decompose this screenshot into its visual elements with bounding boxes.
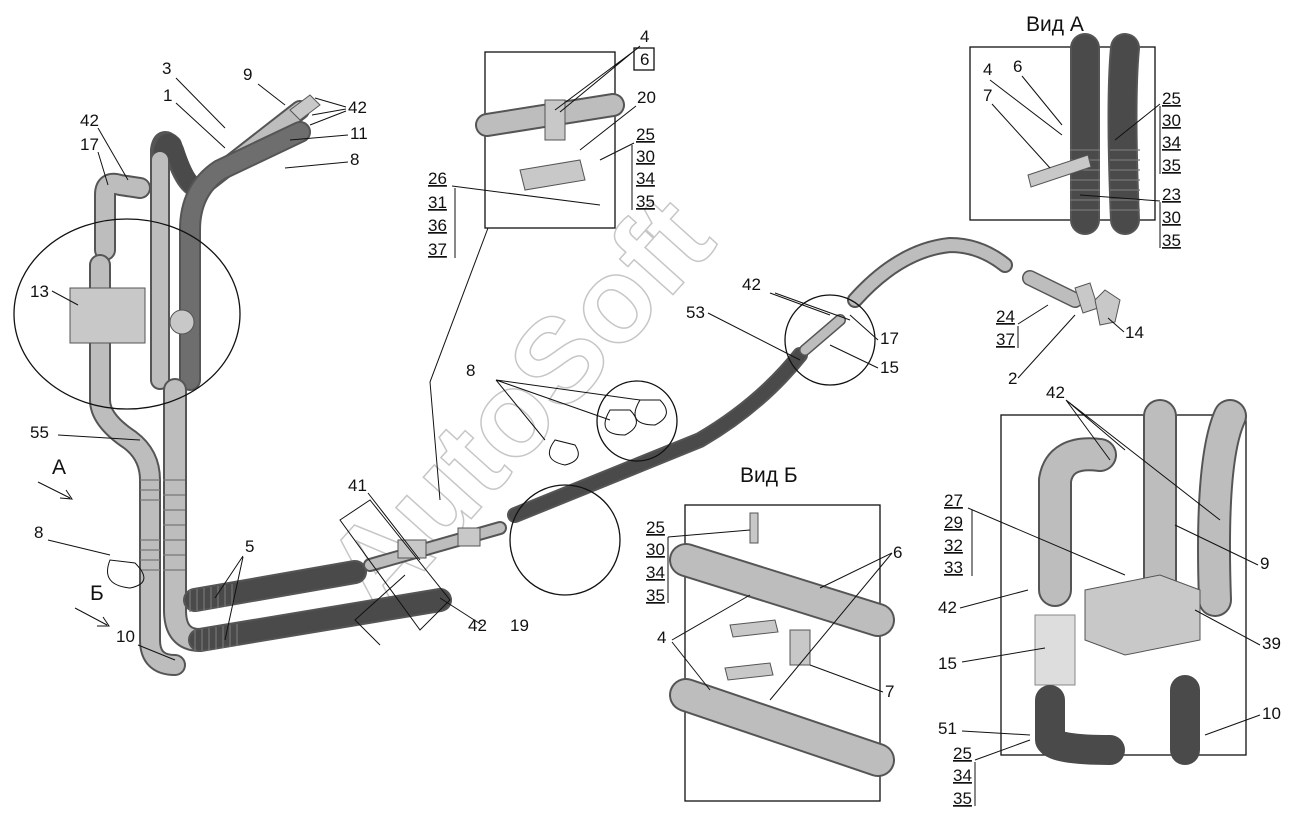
view-b-box bbox=[669, 504, 895, 802]
callout: 30 bbox=[636, 147, 655, 166]
callout: 34 bbox=[1162, 133, 1181, 152]
callout: 36 bbox=[428, 216, 447, 235]
callout: 20 bbox=[637, 88, 656, 107]
callout: 17 bbox=[80, 135, 99, 154]
view-arrow-a-icon bbox=[37, 481, 73, 500]
view-arrow-b-label: Б bbox=[90, 582, 104, 605]
view-a-box bbox=[969, 33, 1156, 235]
callout: 4 bbox=[657, 628, 666, 647]
detail-box-clamp bbox=[429, 51, 625, 501]
callout: 2 bbox=[1008, 369, 1017, 388]
callout: 35 bbox=[953, 789, 972, 808]
callout: 5 bbox=[245, 537, 254, 556]
callout: 11 bbox=[350, 124, 368, 143]
callout: 26 bbox=[428, 169, 447, 188]
callout: 7 bbox=[885, 682, 894, 701]
callout: 35 bbox=[1162, 231, 1181, 250]
callout: 30 bbox=[1162, 208, 1181, 227]
callout: 34 bbox=[646, 563, 665, 582]
callout: 6 bbox=[640, 50, 649, 69]
callout: 3 bbox=[162, 59, 171, 78]
callout: 10 bbox=[1262, 704, 1281, 723]
callout: 8 bbox=[466, 361, 475, 380]
callout: 33 bbox=[944, 558, 963, 577]
view-arrow-b-icon bbox=[74, 607, 110, 627]
callout: 9 bbox=[243, 65, 252, 84]
callout: 25 bbox=[953, 744, 972, 763]
callout: 17 bbox=[880, 329, 899, 348]
callout: 42 bbox=[80, 111, 99, 130]
callout: 27 bbox=[944, 491, 963, 510]
callout: 6 bbox=[1013, 57, 1022, 76]
view-b-callouts: 25 30 34 35 6 4 7 bbox=[646, 518, 902, 701]
callout: 8 bbox=[350, 150, 359, 169]
callout: 35 bbox=[646, 586, 665, 605]
callout: 35 bbox=[1162, 156, 1181, 175]
callout: 13 bbox=[30, 282, 49, 301]
main-callouts: 3 9 1 42 42 11 17 8 13 55 8 5 10 41 42 1… bbox=[30, 59, 899, 661]
view-a-callouts: 4 6 7 25 30 34 35 23 30 35 bbox=[983, 57, 1181, 250]
callout: 42 bbox=[1046, 383, 1065, 402]
flange-callouts: 24 37 14 2 bbox=[996, 304, 1144, 388]
callout: 42 bbox=[938, 598, 957, 617]
callout: 30 bbox=[1162, 111, 1181, 130]
detail-right-callouts: 42 27 29 32 33 9 42 39 15 51 10 25 34 35 bbox=[938, 383, 1281, 808]
left-pipe-assembly bbox=[13, 94, 452, 676]
callout: 37 bbox=[428, 240, 447, 259]
callout: 15 bbox=[880, 358, 899, 377]
view-b-title: Вид Б bbox=[740, 464, 798, 487]
callout: 30 bbox=[646, 540, 665, 559]
callout: 29 bbox=[944, 513, 963, 532]
callout: 10 bbox=[116, 627, 135, 646]
view-a-title: Вид А bbox=[1026, 13, 1084, 36]
callout: 34 bbox=[636, 169, 655, 188]
callout: 55 bbox=[30, 423, 49, 442]
callout: 14 bbox=[1125, 323, 1144, 342]
callout: 7 bbox=[983, 86, 992, 105]
callout: 24 bbox=[996, 307, 1015, 326]
callout: 35 bbox=[636, 192, 655, 211]
callout: 32 bbox=[944, 536, 963, 555]
callout: 51 bbox=[938, 719, 957, 738]
callout: 31 bbox=[428, 193, 447, 212]
callout: 9 bbox=[1260, 554, 1269, 573]
callout: 41 bbox=[348, 476, 367, 495]
callout: 34 bbox=[953, 766, 972, 785]
callout: 42 bbox=[468, 616, 487, 635]
callout: 23 bbox=[1162, 185, 1181, 204]
callout: 42 bbox=[348, 98, 367, 117]
detail-box-heater bbox=[1000, 399, 1247, 765]
callout: 1 bbox=[163, 86, 172, 105]
callout: 6 bbox=[893, 543, 902, 562]
callout: 53 bbox=[686, 303, 705, 322]
callout: 25 bbox=[646, 518, 665, 537]
callout: 39 bbox=[1262, 634, 1281, 653]
heater-bracket bbox=[69, 287, 146, 344]
callout: 37 bbox=[996, 330, 1015, 349]
callout: 25 bbox=[636, 125, 655, 144]
detail-top-callouts: 4 6 20 25 30 34 35 26 31 36 37 bbox=[428, 27, 656, 259]
view-arrow-a-label: А bbox=[52, 456, 66, 479]
callout: 25 bbox=[1162, 89, 1181, 108]
callout: 8 bbox=[34, 523, 43, 542]
callout: 4 bbox=[640, 27, 649, 46]
callout: 19 bbox=[510, 616, 529, 635]
callout: 15 bbox=[938, 654, 957, 673]
callout: 4 bbox=[983, 60, 992, 79]
callout: 42 bbox=[742, 275, 761, 294]
